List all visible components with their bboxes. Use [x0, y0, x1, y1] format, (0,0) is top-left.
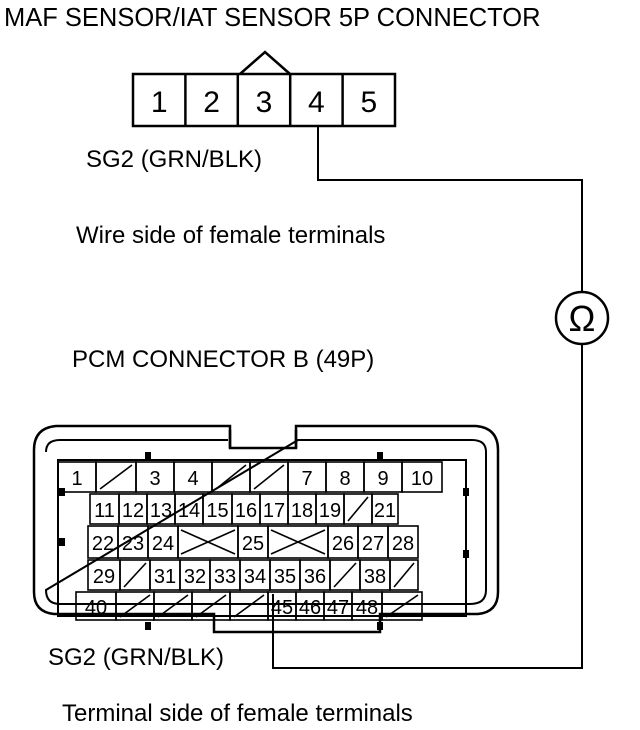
pcm-empty-slash	[215, 464, 247, 490]
pcm-cell	[381, 591, 423, 621]
pcm-pin-26: 26	[332, 533, 354, 555]
pcm-pin-35: 35	[274, 566, 296, 588]
pcm-pin-38: 38	[364, 566, 386, 588]
maf-connector-body	[131, 72, 397, 128]
pcm-pin-45: 45	[271, 597, 293, 619]
pcm-pin-15: 15	[206, 500, 228, 522]
pcm-pin-32: 32	[184, 566, 206, 588]
pcm-pin-33: 33	[214, 566, 236, 588]
pcm-empty-slash	[233, 594, 265, 618]
pcm-empty-slash	[99, 464, 133, 490]
pcm-cell	[401, 461, 443, 493]
pcm-pin-4: 4	[187, 468, 198, 490]
pcm-empty-slash	[253, 464, 285, 490]
pcm-pin-11: 11	[94, 500, 115, 522]
maf-pin-3: 3	[256, 86, 273, 119]
test-lead-wires	[272, 126, 583, 669]
pcm-empty-slash	[385, 594, 419, 618]
pcm-pin-10: 10	[411, 468, 433, 490]
pcm-pin-22: 22	[92, 533, 114, 555]
pcm-empty-slash	[333, 562, 357, 588]
pcm-empty-slash	[195, 594, 227, 618]
pcm-connector-housing	[32, 424, 500, 634]
pcm-pin-25: 25	[242, 533, 264, 555]
maf-pin-5: 5	[360, 86, 377, 119]
pcm-wire-label: SG2 (GRN/BLK)	[48, 644, 225, 671]
maf-connector-title: MAF SENSOR/IAT SENSOR 5P CONNECTOR	[4, 4, 541, 32]
pcm-blank-cross	[180, 529, 236, 555]
pcm-cell	[371, 493, 399, 525]
maf-connector-key	[239, 50, 291, 75]
test-lead-top	[317, 126, 583, 292]
maf-pin-1: 1	[151, 86, 168, 119]
pcm-pin-48: 48	[356, 597, 378, 619]
pcm-pin-16: 16	[235, 500, 257, 522]
pcm-pin-12: 12	[122, 500, 144, 522]
maf-wire-label: SG2 (GRN/BLK)	[86, 146, 263, 173]
pcm-pin-19: 19	[319, 500, 341, 522]
pcm-pin-36: 36	[304, 566, 326, 588]
pcm-pin-28: 28	[392, 533, 414, 555]
pcm-pin-7: 7	[301, 468, 312, 490]
pcm-pin-13: 13	[150, 500, 172, 522]
pcm-empty-slash	[119, 594, 151, 618]
pcm-pin-29: 29	[93, 566, 115, 588]
pcm-pin-34: 34	[244, 566, 266, 588]
maf-pin-2: 2	[203, 86, 220, 119]
pcm-empty-slash	[347, 496, 369, 522]
maf-pin-4: 4	[308, 86, 325, 119]
pcm-pin-40: 40	[85, 597, 107, 619]
pcm-pin-18: 18	[291, 500, 313, 522]
pcm-cell	[387, 525, 419, 559]
pcm-empty-slash	[157, 594, 189, 618]
pcm-pin-17: 17	[263, 500, 285, 522]
pcm-cell	[389, 559, 419, 591]
pcm-pin-46: 46	[299, 597, 321, 619]
pcm-pin-31: 31	[154, 566, 176, 588]
maf-connector	[131, 50, 397, 128]
pcm-connector-title: PCM CONNECTOR B (49P)	[72, 346, 375, 373]
ohm-icon: Ω	[569, 298, 596, 339]
pcm-pin-1: 1	[71, 468, 82, 490]
test-lead-bottom	[272, 344, 583, 669]
pcm-pin-47: 47	[327, 597, 349, 619]
pcm-view-label: Terminal side of female terminals	[62, 700, 413, 727]
pcm-pin-23: 23	[122, 533, 144, 555]
pcm-empty-slash	[393, 562, 415, 588]
pcm-empty-slash	[123, 562, 147, 588]
pcm-blank-cross	[270, 529, 326, 555]
maf-view-label: Wire side of female terminals	[76, 222, 386, 249]
pcm-pin-14: 14	[178, 500, 200, 522]
pcm-pin-21: 21	[374, 500, 396, 522]
pcm-pin-24: 24	[152, 533, 174, 555]
ohmmeter: Ω	[554, 290, 610, 346]
pcm-pin-27: 27	[362, 533, 384, 555]
pcm-pin-3: 3	[149, 468, 160, 490]
pcm-pin-8: 8	[339, 468, 350, 490]
pcm-pin-9: 9	[377, 468, 388, 490]
